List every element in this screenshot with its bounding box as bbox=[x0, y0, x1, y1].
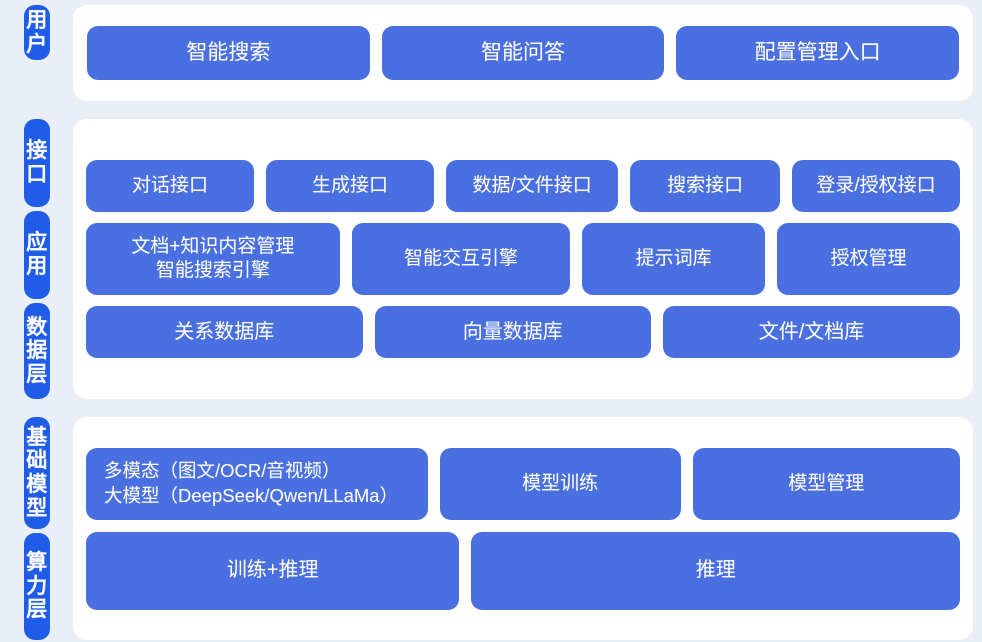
card-authorization-management[interactable]: 授权管理 bbox=[777, 223, 961, 295]
card-file-document-store[interactable]: 文件/文档库 bbox=[663, 306, 961, 358]
layer-group-platform: 接口 应用 数据层 对话接口 生成接口 数据/文件接口 搜索接口 登录/授权接口… bbox=[9, 119, 973, 399]
card-intelligent-search[interactable]: 智能搜索 bbox=[87, 26, 370, 80]
card-dialog-api[interactable]: 对话接口 bbox=[86, 160, 255, 212]
tag-column-platform: 接口 应用 数据层 bbox=[9, 119, 65, 399]
panel-platform: 对话接口 生成接口 数据/文件接口 搜索接口 登录/授权接口 文档+知识内容管理… bbox=[73, 119, 973, 399]
card-intelligent-qa[interactable]: 智能问答 bbox=[381, 26, 665, 80]
card-login-auth-api[interactable]: 登录/授权接口 bbox=[791, 160, 960, 212]
layer-tag-foundation-model: 基础模型 bbox=[24, 417, 50, 529]
card-intelligent-interaction-engine[interactable]: 智能交互引擎 bbox=[351, 223, 571, 295]
layer-group-user: 用户 智能搜索 智能问答 配置管理入口 bbox=[9, 5, 973, 101]
tag-column-user: 用户 bbox=[9, 5, 65, 101]
row-application: 文档+知识内容管理 智能搜索引擎 智能交互引擎 提示词库 授权管理 bbox=[86, 223, 961, 295]
row-interface: 对话接口 生成接口 数据/文件接口 搜索接口 登录/授权接口 bbox=[86, 160, 960, 212]
card-search-api[interactable]: 搜索接口 bbox=[630, 160, 780, 212]
row-compute: 训练+推理 推理 bbox=[86, 531, 960, 610]
row-model: 多模态（图文/OCR/音视频） 大模型（DeepSeek/Qwen/LLaMa）… bbox=[86, 447, 960, 520]
card-document-knowledge-management[interactable]: 文档+知识内容管理 智能搜索引擎 bbox=[86, 223, 340, 295]
layer-tag-compute: 算力层 bbox=[24, 532, 50, 640]
card-model-management[interactable]: 模型管理 bbox=[692, 447, 960, 520]
card-generation-api[interactable]: 生成接口 bbox=[266, 160, 435, 212]
card-model-training[interactable]: 模型训练 bbox=[439, 447, 681, 520]
layer-tag-interface: 接口 bbox=[24, 119, 50, 207]
card-data-file-api[interactable]: 数据/文件接口 bbox=[446, 160, 619, 212]
card-prompt-library[interactable]: 提示词库 bbox=[582, 223, 766, 295]
layer-group-infrastructure: 基础模型 算力层 多模态（图文/OCR/音视频） 大模型（DeepSeek/Qw… bbox=[9, 417, 973, 640]
row-user-entry: 智能搜索 智能问答 配置管理入口 bbox=[87, 26, 960, 80]
row-data-store: 关系数据库 向量数据库 文件/文档库 bbox=[86, 306, 961, 358]
card-config-management-entry[interactable]: 配置管理入口 bbox=[676, 26, 960, 80]
card-vector-database[interactable]: 向量数据库 bbox=[374, 306, 651, 358]
panel-user: 智能搜索 智能问答 配置管理入口 bbox=[73, 5, 973, 101]
layer-tag-data: 数据层 bbox=[24, 303, 50, 399]
card-training-and-inference[interactable]: 训练+推理 bbox=[86, 531, 460, 610]
card-inference[interactable]: 推理 bbox=[471, 531, 960, 610]
panel-infrastructure: 多模态（图文/OCR/音视频） 大模型（DeepSeek/Qwen/LLaMa）… bbox=[73, 417, 973, 640]
tag-column-infrastructure: 基础模型 算力层 bbox=[9, 417, 65, 640]
layer-tag-user: 用户 bbox=[24, 5, 50, 61]
card-multimodal-large-model[interactable]: 多模态（图文/OCR/音视频） 大模型（DeepSeek/Qwen/LLaMa） bbox=[86, 447, 428, 520]
layer-tag-application: 应用 bbox=[24, 211, 50, 299]
card-relational-database[interactable]: 关系数据库 bbox=[86, 306, 363, 358]
